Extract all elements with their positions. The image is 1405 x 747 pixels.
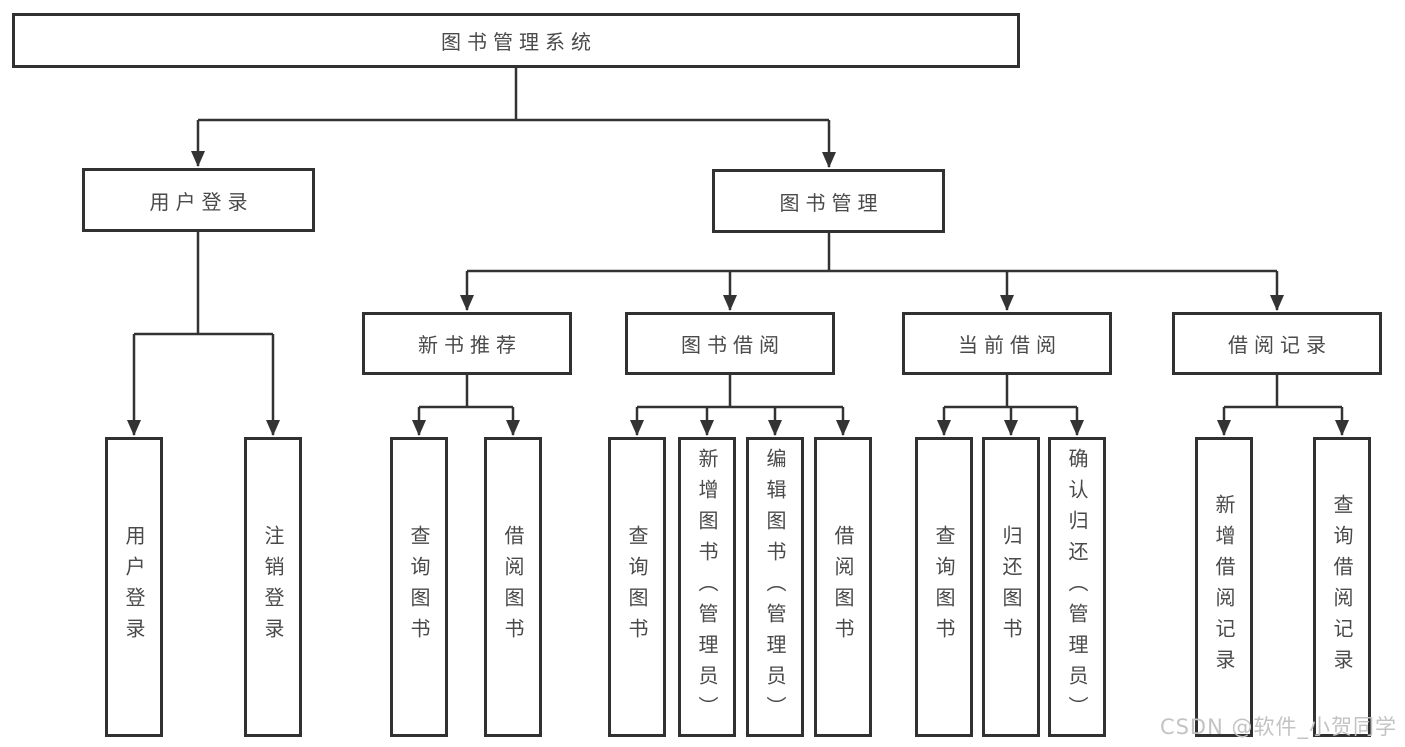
node-user-login: 用户登录	[82, 168, 315, 232]
node-label: 查询图书	[407, 525, 431, 649]
connector-borrow-records-branch	[1217, 375, 1349, 436]
node-root-library-system: 图书管理系统	[12, 13, 1020, 68]
node-label: 借阅记录	[1228, 333, 1332, 357]
node-label: 图书管理系统	[441, 30, 597, 54]
node-label: 用户登录	[122, 525, 146, 649]
leaf-borrow-borrow-books: 借阅图书	[814, 437, 872, 737]
node-book-management: 图书管理	[712, 169, 945, 233]
node-label: 图书借阅	[681, 333, 785, 357]
node-label: 当前借阅	[958, 333, 1062, 357]
leaf-current-confirm-return-admin: 确认归还（管理员）	[1048, 437, 1106, 737]
node-label: 新增借阅记录	[1212, 494, 1236, 680]
connector-current-borrow-branch	[937, 375, 1084, 436]
node-label: 新书推荐	[418, 333, 522, 357]
node-label: 编辑图书（管理员）	[763, 447, 787, 727]
node-label: 用户登录	[149, 189, 254, 214]
node-borrow-records: 借阅记录	[1172, 312, 1382, 375]
connector-root-to-level1	[191, 68, 836, 168]
node-label: 借阅图书	[501, 525, 525, 649]
node-label: 注销登录	[261, 525, 285, 649]
leaf-logout: 注销登录	[244, 437, 302, 737]
node-label: 归还图书	[999, 525, 1023, 649]
leaf-records-query-record: 查询借阅记录	[1313, 437, 1371, 737]
node-label: 图书管理	[779, 190, 884, 215]
leaf-user-login: 用户登录	[105, 437, 163, 737]
node-current-borrow: 当前借阅	[902, 312, 1112, 375]
node-label: 查询图书	[625, 525, 649, 649]
node-label: 确认归还（管理员）	[1065, 447, 1089, 727]
leaf-recommend-query-books: 查询图书	[390, 437, 448, 737]
connector-book-management-branch	[460, 233, 1284, 311]
csdn-watermark: CSDN @软件_小贺同学	[1159, 715, 1397, 739]
connector-user-login-branch	[127, 232, 280, 436]
leaf-borrow-query-books: 查询图书	[608, 437, 666, 737]
node-label: 查询借阅记录	[1330, 494, 1354, 680]
leaf-borrow-add-books-admin: 新增图书（管理员）	[678, 437, 736, 737]
leaf-recommend-borrow-books: 借阅图书	[484, 437, 542, 737]
node-book-borrow: 图书借阅	[625, 312, 835, 375]
connector-book-borrow-branch	[630, 375, 850, 436]
leaf-records-add-record: 新增借阅记录	[1195, 437, 1253, 737]
node-label: 新增图书（管理员）	[695, 447, 719, 727]
connector-new-book-recommend-branch	[412, 375, 520, 436]
leaf-current-query-books: 查询图书	[915, 437, 973, 737]
node-label: 借阅图书	[831, 525, 855, 649]
node-label: 查询图书	[932, 525, 956, 649]
node-new-book-recommend: 新书推荐	[362, 312, 572, 375]
leaf-current-return-books: 归还图书	[982, 437, 1040, 737]
leaf-borrow-edit-books-admin: 编辑图书（管理员）	[746, 437, 804, 737]
